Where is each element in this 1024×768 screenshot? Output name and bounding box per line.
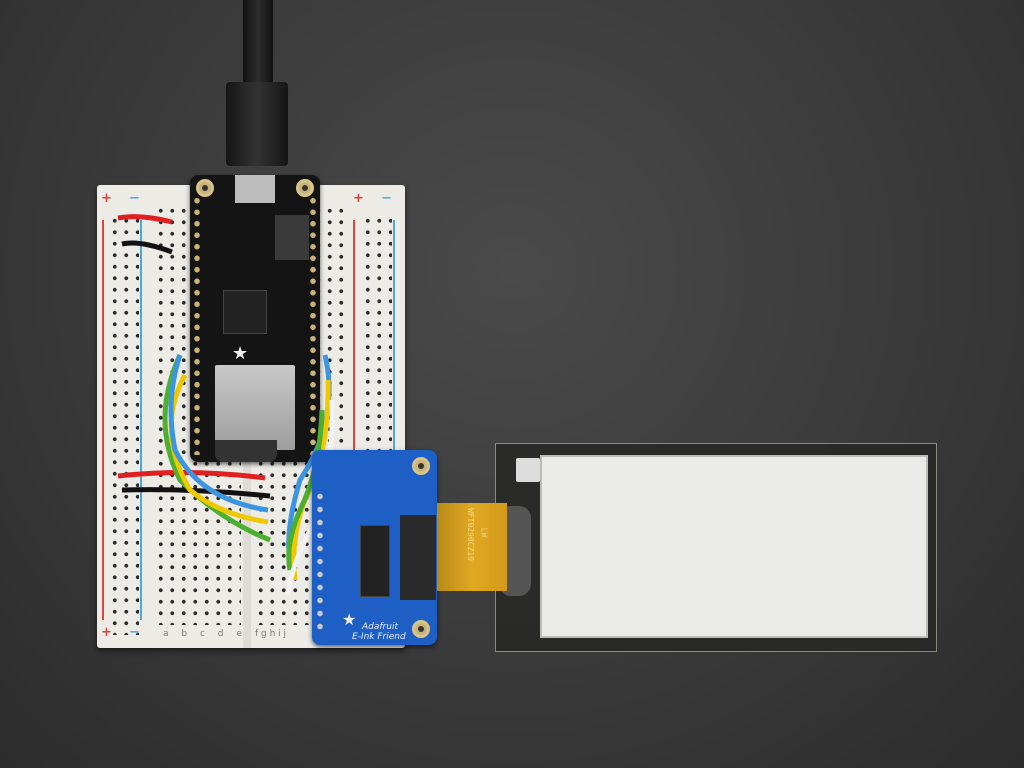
flex-sublabel: LW	[479, 527, 489, 538]
plus-symbol: +	[101, 191, 112, 206]
mounting-hole	[412, 457, 430, 475]
left-negative-line	[140, 220, 142, 620]
header-pins-right	[309, 195, 317, 455]
yellow-wire	[168, 373, 269, 525]
eink-friend-board: ★ Adafruit E-Ink Friend	[312, 450, 437, 645]
column-letters-left: a b c d e	[163, 629, 247, 639]
star-logo-icon: ★	[232, 343, 249, 364]
usb-cable	[243, 0, 273, 90]
brand-label: Adafruit	[362, 622, 398, 632]
minus-symbol: −	[129, 191, 140, 206]
microcontroller-chip	[223, 290, 267, 334]
sd-card	[215, 440, 277, 462]
minus-symbol: −	[381, 191, 392, 206]
driver-chip	[360, 525, 390, 597]
battery-connector	[275, 215, 309, 260]
left-power-rail-holes	[109, 215, 139, 635]
right-positive-line	[353, 220, 355, 620]
display-panel	[540, 455, 928, 638]
star-logo-icon: ★	[342, 610, 357, 629]
header-pins-left	[193, 195, 201, 455]
display-tab	[516, 458, 540, 482]
flex-cable: WFT0290CZ10 LW	[437, 503, 507, 591]
black-wire	[121, 240, 173, 255]
sd-card-slot	[215, 365, 295, 450]
usb-plug	[226, 82, 288, 166]
right-negative-line	[393, 220, 395, 620]
minus-symbol: −	[129, 625, 140, 640]
plus-symbol: +	[353, 191, 364, 206]
blue-wire	[168, 354, 269, 513]
mounting-hole	[412, 620, 430, 638]
micro-usb-port	[235, 175, 275, 203]
board-name-label: E-Ink Friend	[352, 632, 406, 642]
left-positive-line	[102, 220, 104, 620]
fpc-connector	[400, 515, 436, 600]
red-wire	[117, 214, 173, 225]
mounting-hole	[196, 179, 214, 197]
green-wire	[286, 409, 325, 571]
flex-label: WFT0290CZ10	[466, 508, 475, 561]
mounting-hole	[296, 179, 314, 197]
header-pins	[316, 490, 324, 630]
plus-symbol: +	[101, 625, 112, 640]
column-letters-right: f g h i j	[255, 629, 287, 639]
green-wire	[162, 353, 271, 543]
